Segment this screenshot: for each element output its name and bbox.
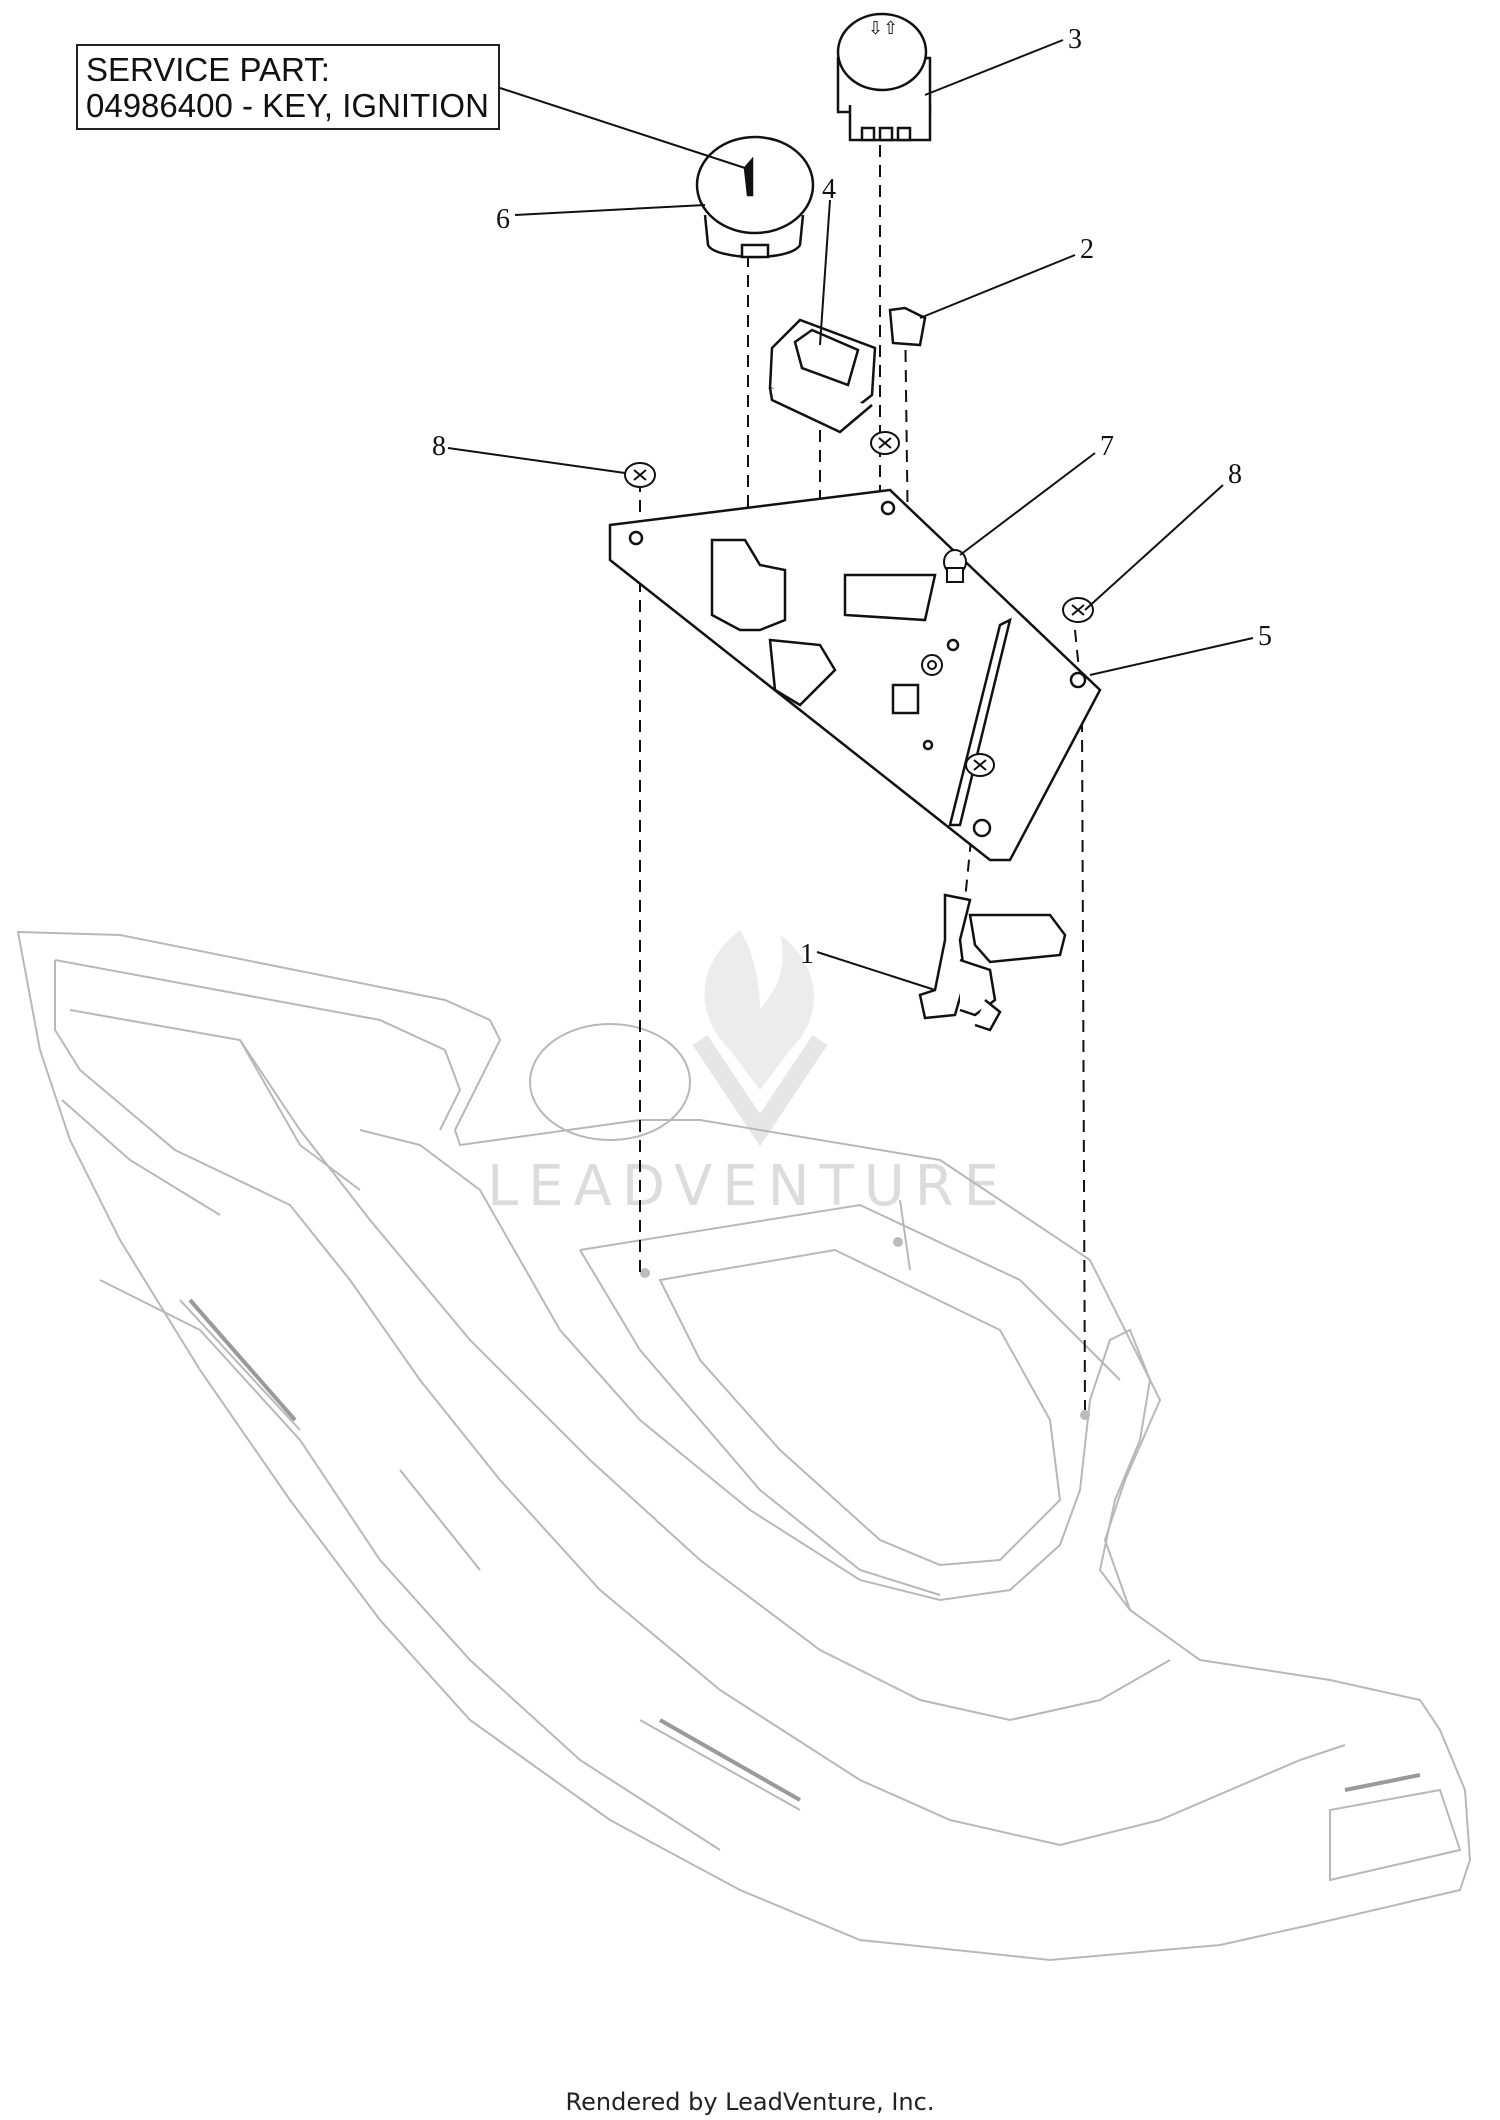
leader-lines xyxy=(447,39,1254,991)
screw-lower xyxy=(965,753,995,777)
callout-3: 3 xyxy=(1068,24,1082,55)
callout-5: 5 xyxy=(1258,621,1272,652)
housing-hole-right xyxy=(1080,1410,1090,1420)
render-credit: Rendered by LeadVenture, Inc. xyxy=(565,2088,935,2116)
leadventure-watermark: LEADVENTURE xyxy=(487,930,1009,1219)
callout-4: 4 xyxy=(822,174,836,205)
mounting-plate xyxy=(608,488,1102,862)
screw-center xyxy=(870,431,900,455)
push-switch: ⇩⇧ xyxy=(836,12,932,142)
callout-7: 7 xyxy=(1100,431,1114,462)
callout-6: 6 xyxy=(496,204,510,235)
pin-part xyxy=(943,549,967,583)
screw-right xyxy=(1062,597,1094,623)
interlock-bracket xyxy=(918,893,1067,1032)
housing-hole-top xyxy=(893,1237,903,1247)
service-part-label: SERVICE PART: 04986400 - KEY, IGNITION xyxy=(76,44,500,130)
ignition-switch xyxy=(695,135,815,259)
svg-text:⇩⇧: ⇩⇧ xyxy=(868,18,898,39)
callout-2: 2 xyxy=(1080,234,1094,265)
small-cap xyxy=(888,306,927,347)
callout-8-right: 8 xyxy=(1228,459,1242,490)
service-part-heading: SERVICE PART: xyxy=(86,51,330,88)
housing-grip-lines xyxy=(188,1298,1421,1802)
plate-bolt xyxy=(921,654,943,676)
console-housing xyxy=(16,930,1472,1962)
service-part-number: 04986400 - KEY, IGNITION xyxy=(86,87,489,124)
screw-left xyxy=(624,462,656,488)
watermark-text: LEADVENTURE xyxy=(487,1154,1009,1219)
rocker-switch xyxy=(768,318,877,434)
callout-1: 1 xyxy=(800,939,814,970)
housing-hole-left xyxy=(640,1268,650,1278)
callout-8-left: 8 xyxy=(432,431,446,462)
